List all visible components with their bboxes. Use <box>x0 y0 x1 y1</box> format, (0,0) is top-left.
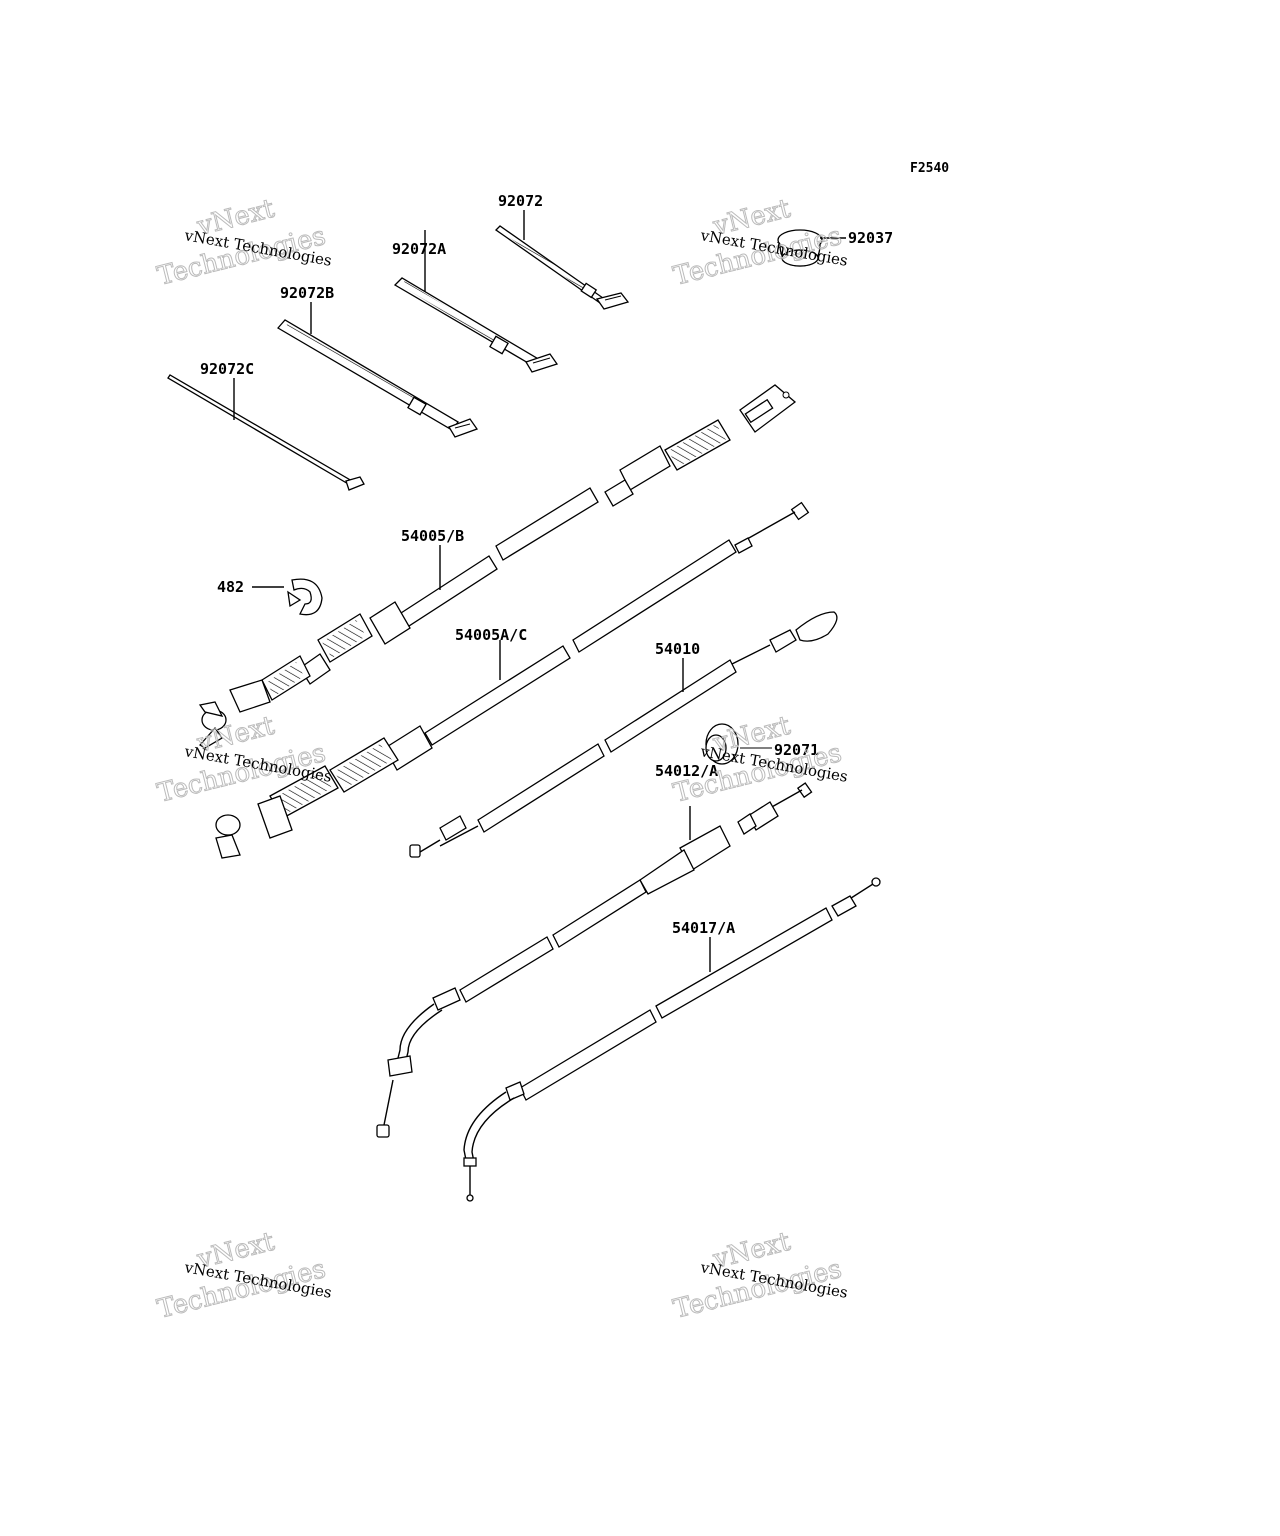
callout-54010: 54010 <box>655 640 700 658</box>
cable-tie-92072[interactable] <box>494 225 630 310</box>
watermark-bottom-left: vNext Technologies vNext Technologies <box>154 1226 333 1325</box>
cable-54012A[interactable] <box>376 782 813 1138</box>
callout-54005B: 54005/B <box>401 527 464 545</box>
watermark-top-left: vNext Technologies vNext Technologies <box>154 193 333 292</box>
watermark-bottom-right: vNext Technologies vNext Technologies <box>670 1226 849 1325</box>
cable-tie-92072C[interactable] <box>167 374 365 491</box>
diagram-code: F2540 <box>910 161 949 176</box>
callout-92072C: 92072C <box>200 360 254 378</box>
clamp-92037[interactable] <box>777 229 823 267</box>
callout-92072: 92072 <box>498 192 543 210</box>
cable-54010[interactable] <box>409 611 838 858</box>
cable-54005AC[interactable] <box>215 501 810 859</box>
callout-92072A: 92072A <box>392 240 446 258</box>
callout-54017A: 54017/A <box>672 919 735 937</box>
cable-tie-92072B[interactable] <box>276 319 479 438</box>
callout-92072B: 92072B <box>280 284 334 302</box>
cable-54005B[interactable] <box>198 384 797 749</box>
grommet-92071[interactable] <box>705 723 772 765</box>
callout-54012A: 54012/A <box>655 762 718 780</box>
callout-92037: 92037 <box>848 229 893 247</box>
cable-tie-92072A[interactable] <box>393 277 559 373</box>
cable-54017A[interactable] <box>463 877 881 1202</box>
callout-92071: 92071 <box>774 741 819 759</box>
watermark-top-right: vNext Technologies vNext Technologies <box>670 193 849 292</box>
callout-482: 482 <box>217 578 244 596</box>
clip-482[interactable] <box>287 578 323 616</box>
watermark-mid-right: vNext Technologies vNext Technologies <box>670 710 849 809</box>
callout-54005AC: 54005A/C <box>455 626 527 644</box>
